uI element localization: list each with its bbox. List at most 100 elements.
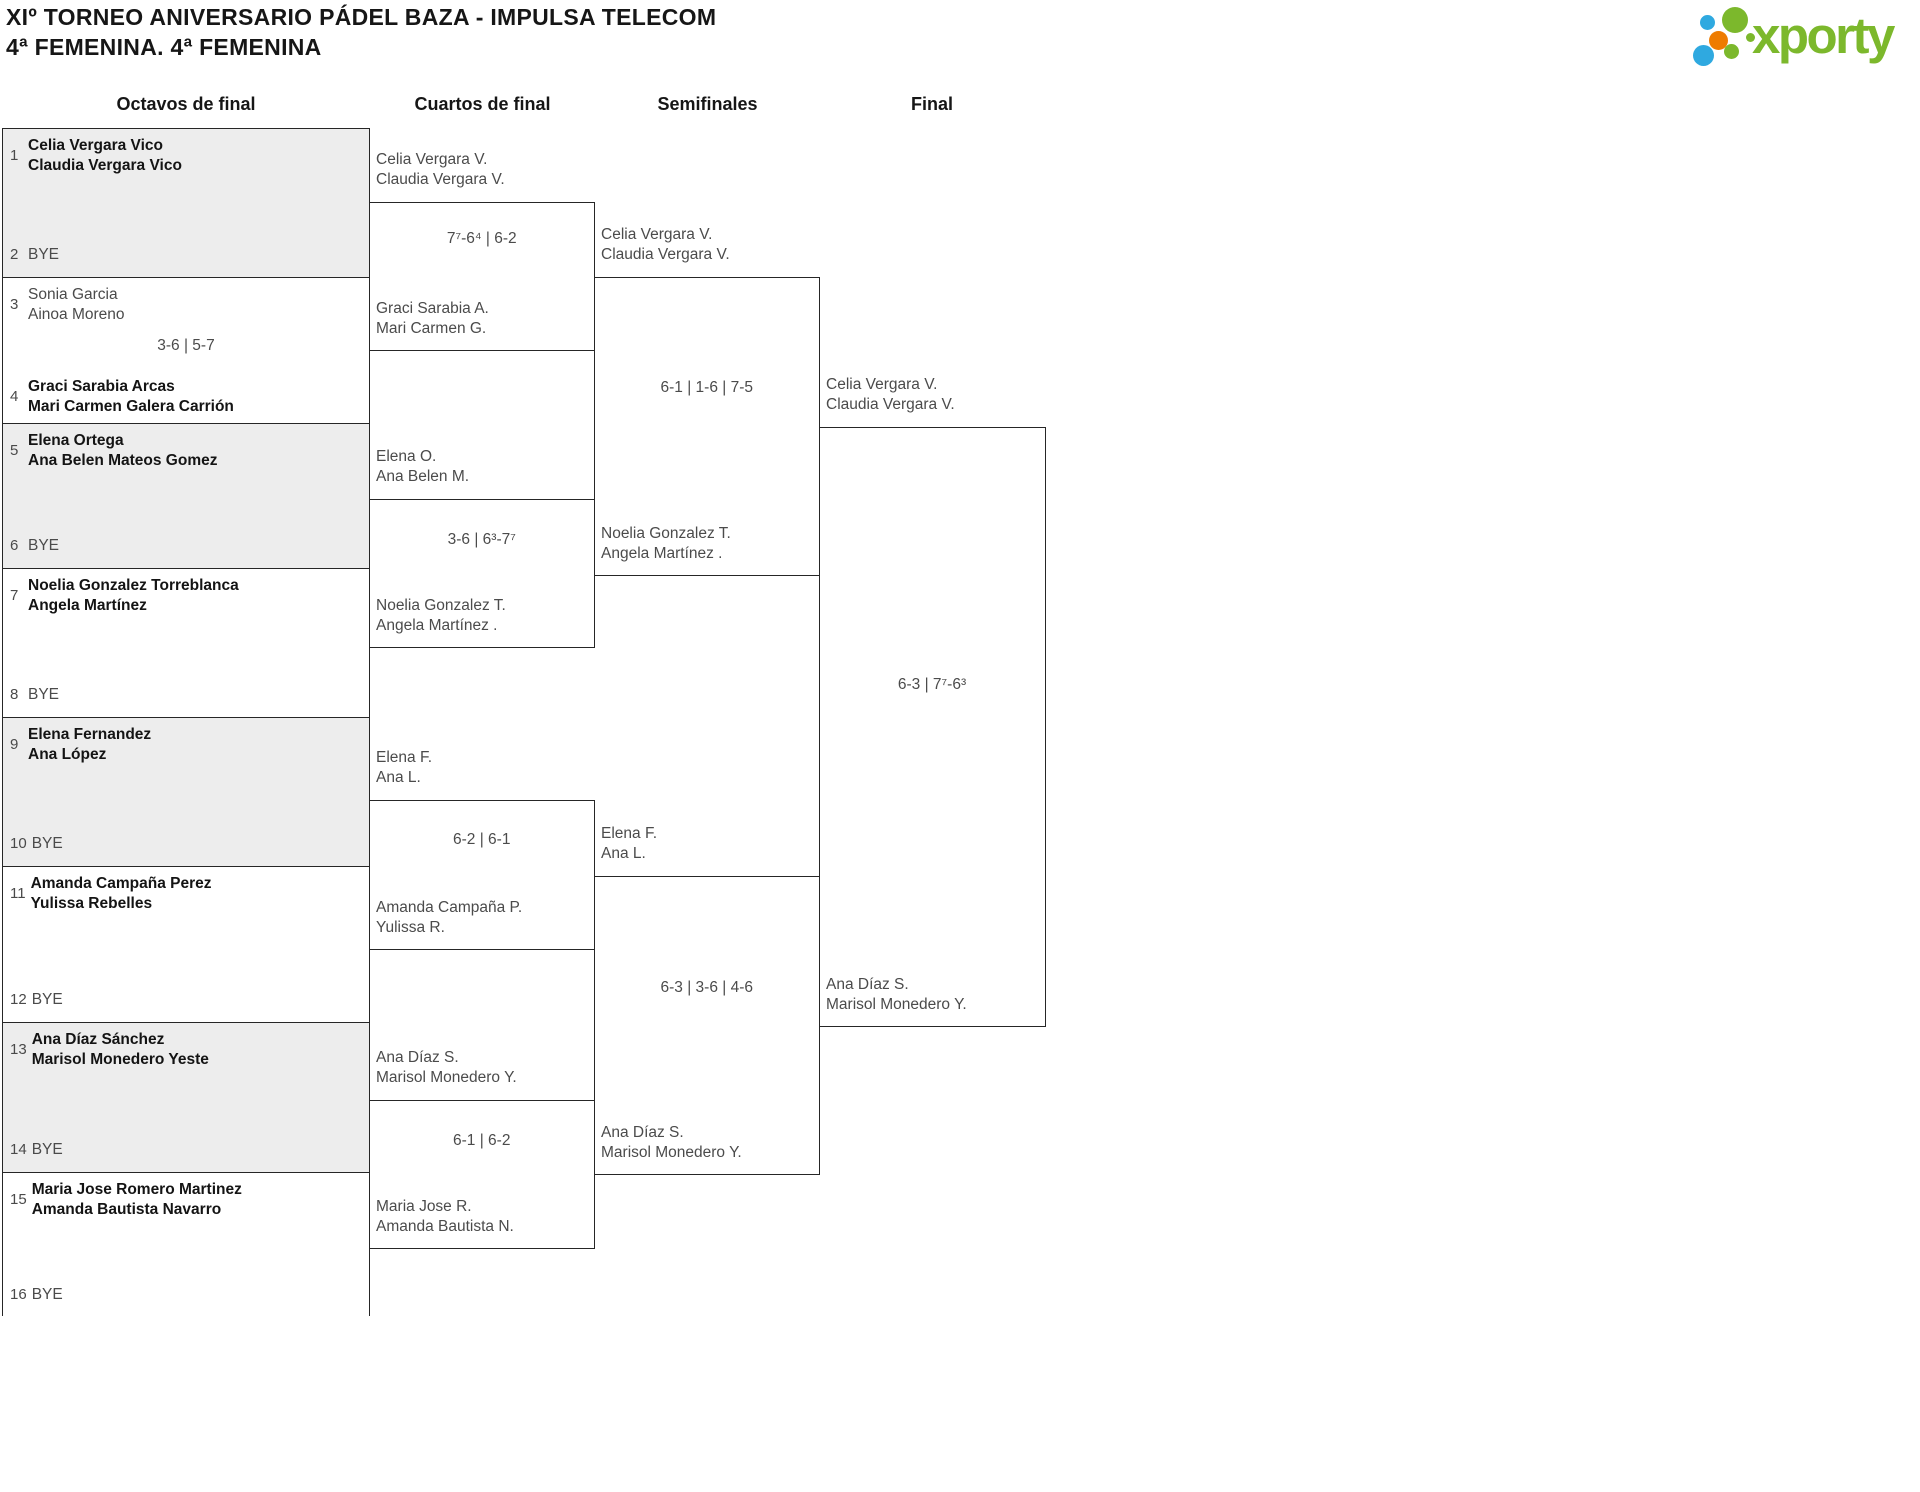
team-slot: 16 BYE <box>10 1285 363 1305</box>
player-name: Elena F. <box>601 825 658 842</box>
match-score: 3-6 | 6³-7⁷ <box>447 531 516 548</box>
match-box-octavos-4: 7 Noelia Gonzalez Torreblanca Angela Mar… <box>3 569 369 718</box>
team-names: Ana Díaz Sánchez Marisol Monedero Yeste <box>32 1030 209 1069</box>
team-names: Amanda Campaña Perez Yulissa Rebelles <box>31 874 212 913</box>
player-name: Ana López <box>28 745 107 763</box>
match-box-final <box>818 427 1046 1027</box>
team-names: BYE <box>32 990 63 1010</box>
player-name: Noelia Gonzalez Torreblanca <box>28 577 239 594</box>
seed-number: 5 <box>10 442 19 459</box>
team-slot: 11 Amanda Campaña Perez Yulissa Rebelles <box>10 874 363 913</box>
team-names: BYE <box>28 536 59 556</box>
page-title: XIº TORNEO ANIVERSARIO PÁDEL BAZA - IMPU… <box>6 4 717 30</box>
bye-label: BYE <box>31 1285 63 1303</box>
player-name: Maria Jose Romero Martinez <box>31 1181 242 1198</box>
team-cuartos-2-top: Elena O. Ana Belen M. <box>376 447 592 486</box>
player-name: Celia Vergara V. <box>826 376 938 393</box>
team-final-top: Celia Vergara V. Claudia Vergara V. <box>826 375 1042 414</box>
player-name: Ana Belen Mateos Gomez <box>28 451 218 469</box>
team-semifinal-1-bottom: Noelia Gonzalez T. Angela Martínez . <box>601 524 817 563</box>
team-names: BYE <box>28 685 59 705</box>
player-name: Maria Jose R. <box>376 1198 472 1215</box>
player-name: Amanda Campaña Perez <box>30 875 212 892</box>
match-box-octavos-3: 5 Elena Ortega Ana Belen Mateos Gomez 6 … <box>3 424 369 569</box>
seed-number: 11 <box>10 885 26 902</box>
seed-number: 14 <box>10 1140 27 1158</box>
team-names: Maria Jose Romero Martinez Amanda Bautis… <box>32 1180 242 1219</box>
player-name: Claudia Vergara V. <box>601 245 730 263</box>
seed-number: 9 <box>10 736 19 753</box>
bye-label: BYE <box>31 834 63 852</box>
team-names: BYE <box>32 1140 63 1160</box>
player-name: Mari Carmen G. <box>376 319 487 337</box>
bye-label: BYE <box>31 1140 63 1158</box>
team-cuartos-2-bottom: Noelia Gonzalez T. Angela Martínez . <box>376 596 592 635</box>
logo-dot-orange-icon <box>1709 31 1728 50</box>
seed-number: 4 <box>10 388 19 405</box>
player-name: Ana L. <box>376 768 421 786</box>
team-semifinal-1-top: Celia Vergara V. Claudia Vergara V. <box>601 225 817 264</box>
round-header-octavos: Octavos de final <box>116 94 256 114</box>
match-score: 6-3 | 7⁷-6³ <box>897 676 967 693</box>
page-subtitle: 4ª FEMENINA. 4ª FEMENINA <box>6 34 322 60</box>
team-slot: 7 Noelia Gonzalez Torreblanca Angela Mar… <box>10 576 363 615</box>
player-name: Elena Ortega <box>28 432 124 449</box>
player-name: Ainoa Moreno <box>28 305 125 323</box>
xporty-logo[interactable]: xporty <box>1690 4 1920 76</box>
match-score: 6-1 | 6-2 <box>453 1132 511 1149</box>
bye-label: BYE <box>28 245 60 263</box>
seed-number: 15 <box>10 1191 27 1208</box>
team-names: Graci Sarabia Arcas Mari Carmen Galera C… <box>28 377 234 416</box>
team-names: Elena Ortega Ana Belen Mateos Gomez <box>28 431 218 470</box>
page-header: XIº TORNEO ANIVERSARIO PÁDEL BAZA - IMPU… <box>6 2 716 62</box>
player-name: Noelia Gonzalez T. <box>376 597 506 614</box>
player-name: Claudia Vergara Vico <box>28 156 182 174</box>
player-name: Claudia Vergara V. <box>826 395 955 413</box>
match-box-semifinal-1 <box>593 277 820 576</box>
match-box-octavos-5: 9 Elena Fernandez Ana López 10 BYE <box>3 718 369 867</box>
player-name: Celia Vergara Vico <box>28 137 163 154</box>
player-name: Mari Carmen Galera Carrión <box>28 397 234 415</box>
seed-number: 12 <box>10 990 27 1008</box>
team-names: BYE <box>28 245 59 265</box>
match-box-cuartos-2 <box>368 499 595 648</box>
team-semifinal-2-bottom: Ana Díaz S. Marisol Monedero Y. <box>601 1123 817 1162</box>
logo-dot-green-tiny-icon <box>1746 33 1755 42</box>
seed-number: 1 <box>10 147 19 164</box>
player-name: Celia Vergara V. <box>601 226 713 243</box>
bye-label: BYE <box>28 685 60 703</box>
team-cuartos-3-bottom: Amanda Campaña P. Yulissa R. <box>376 898 592 937</box>
player-name: Sonia Garcia <box>28 286 118 303</box>
player-name: Angela Martínez <box>28 596 147 614</box>
seed-number: 10 <box>10 834 27 852</box>
logo-dot-green-small-icon <box>1724 44 1739 59</box>
team-slot: 3 Sonia Garcia Ainoa Moreno <box>10 285 363 324</box>
team-names: BYE <box>32 834 63 854</box>
logo-dot-green-large-icon <box>1722 7 1748 33</box>
match-score: 6-1 | 1-6 | 7-5 <box>660 379 754 396</box>
team-slot: 10 BYE <box>10 834 363 854</box>
player-name: Claudia Vergara V. <box>376 170 505 188</box>
player-name: Celia Vergara V. <box>376 151 488 168</box>
team-slot: 13 Ana Díaz Sánchez Marisol Monedero Yes… <box>10 1030 363 1069</box>
player-name: Ana Díaz Sánchez <box>31 1031 165 1048</box>
logo-dot-blue-small-icon <box>1700 15 1715 30</box>
match-box-octavos-7: 13 Ana Díaz Sánchez Marisol Monedero Yes… <box>3 1023 369 1173</box>
match-box-octavos-2: 3 Sonia Garcia Ainoa Moreno 3-6 | 5-7 4 … <box>3 278 369 424</box>
round-header-cuartos: Cuartos de final <box>414 94 551 114</box>
player-name: Graci Sarabia A. <box>376 300 489 317</box>
match-box-octavos-8: 15 Maria Jose Romero Martinez Amanda Bau… <box>3 1173 369 1317</box>
team-slot: 8 BYE <box>10 685 363 705</box>
player-name: Elena Fernandez <box>28 726 152 743</box>
team-slot: 4 Graci Sarabia Arcas Mari Carmen Galera… <box>10 377 363 416</box>
team-slot: 5 Elena Ortega Ana Belen Mateos Gomez <box>10 431 363 470</box>
player-name: Ana Díaz S. <box>826 976 909 993</box>
team-cuartos-3-top: Elena F. Ana L. <box>376 748 592 787</box>
player-name: Angela Martínez . <box>376 616 498 634</box>
player-name: Ana Díaz S. <box>376 1049 459 1066</box>
player-name: Angela Martínez . <box>601 544 723 562</box>
player-name: Elena F. <box>376 749 433 766</box>
player-name: Marisol Monedero Yeste <box>31 1050 209 1068</box>
player-name: Ana L. <box>601 844 646 862</box>
